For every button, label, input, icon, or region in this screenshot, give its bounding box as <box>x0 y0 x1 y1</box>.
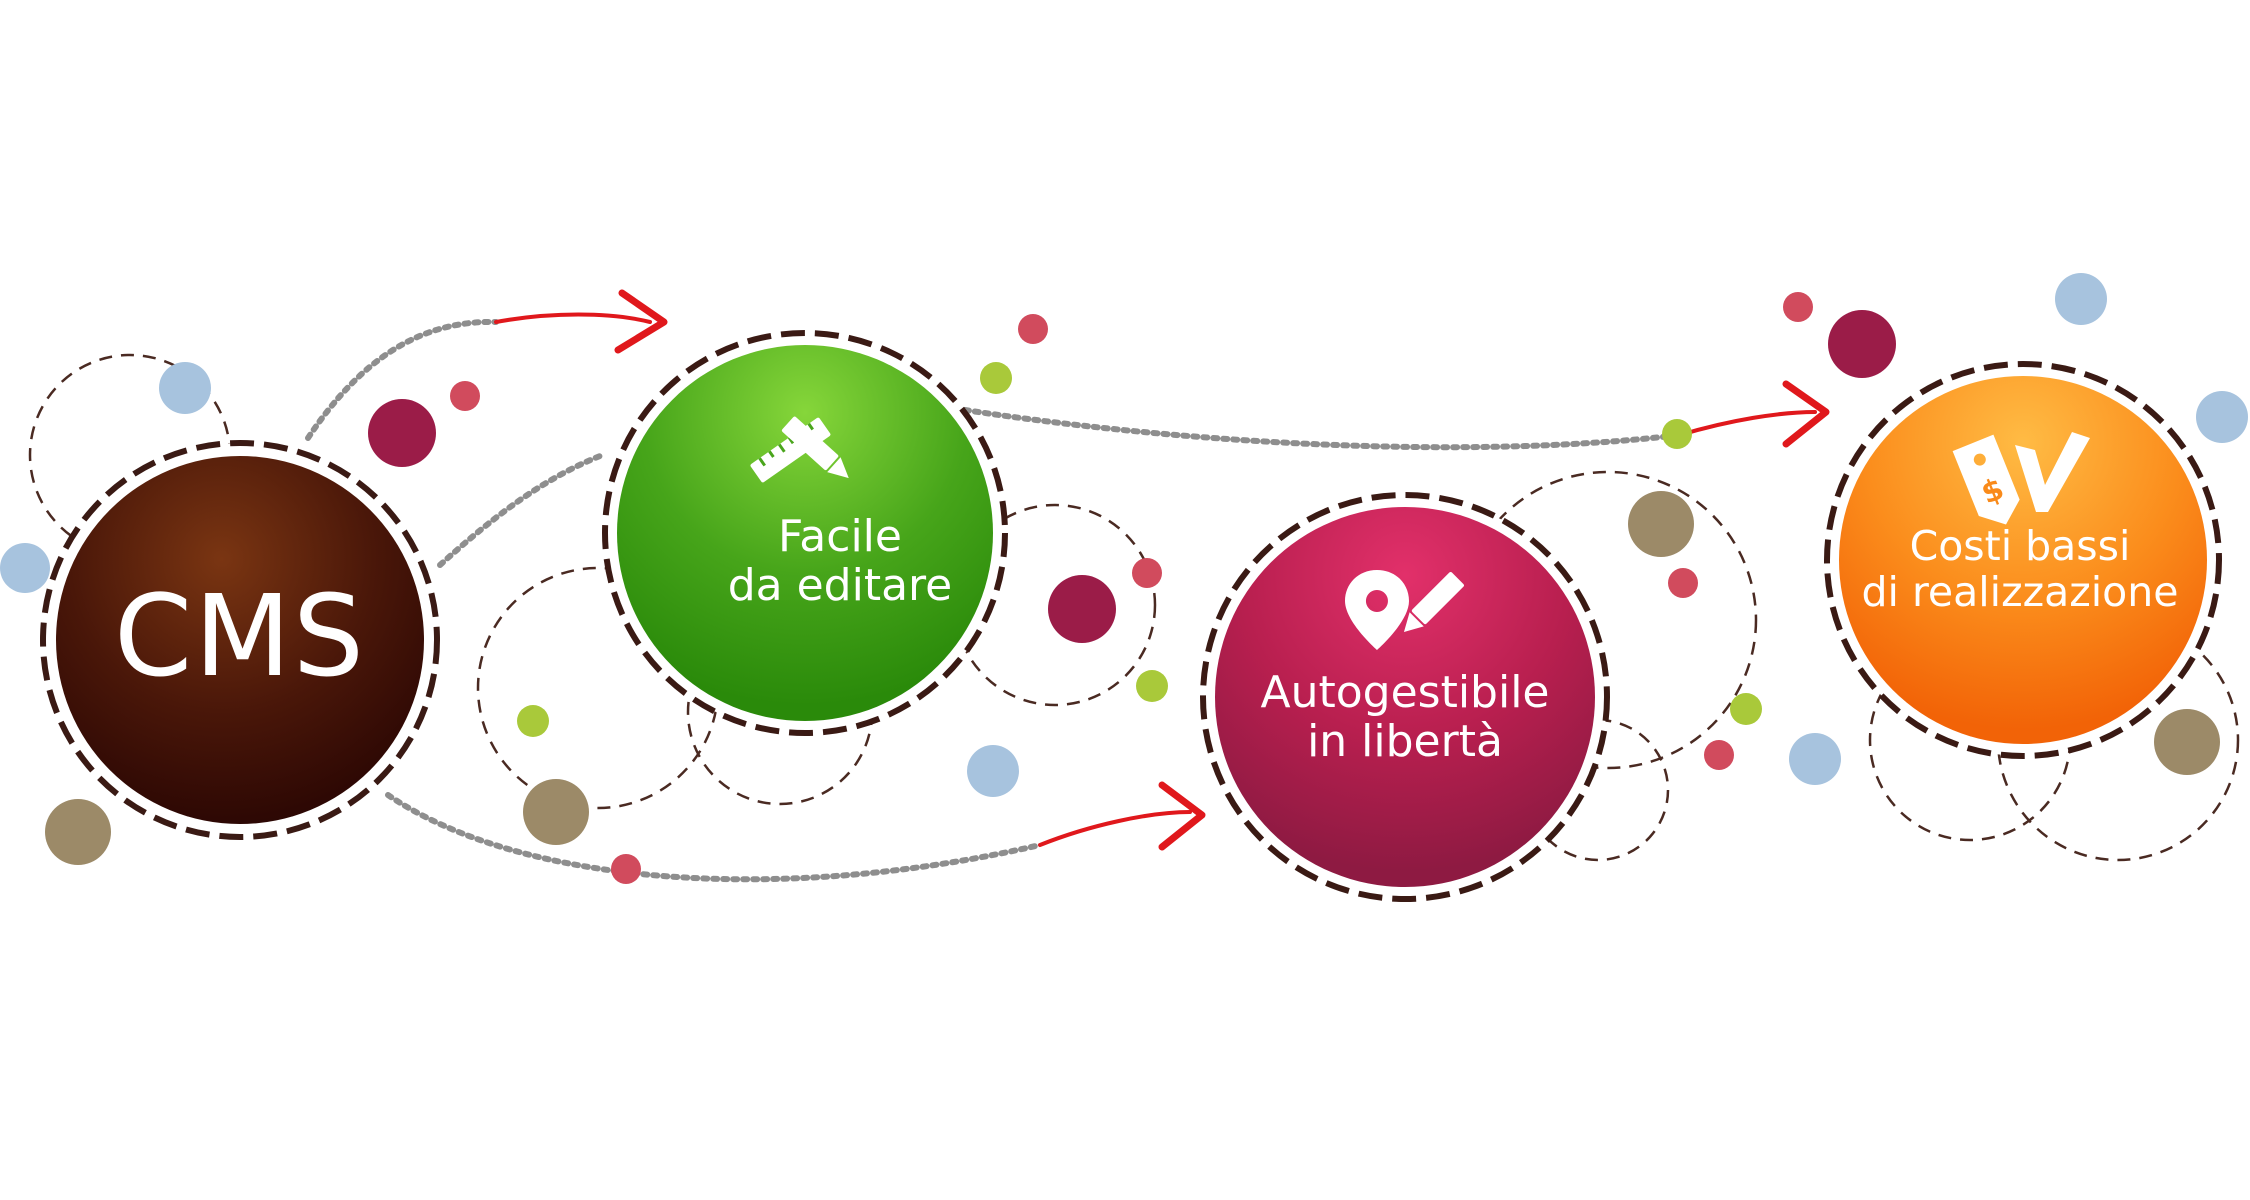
facile-line2: da editare <box>727 560 953 612</box>
dot <box>1828 310 1896 378</box>
dot <box>450 381 480 411</box>
dot <box>2055 273 2107 325</box>
dot <box>1668 568 1698 598</box>
node-costi: $ <box>1824 361 2222 759</box>
dot <box>517 705 549 737</box>
dot <box>1789 733 1841 785</box>
ruler-pencil-icon <box>750 416 849 483</box>
arrow-to-costi <box>1678 410 1817 437</box>
direction-arrows <box>494 289 1830 851</box>
arrow-head <box>614 289 668 354</box>
dot <box>1730 693 1762 725</box>
dot <box>523 779 589 845</box>
connector-paths <box>305 318 1683 883</box>
autogestibile-label: Autogestibile in libertà <box>1185 668 1625 767</box>
node-costi-fill <box>1839 376 2207 744</box>
node-cms-fill <box>56 456 424 824</box>
dot <box>45 799 111 865</box>
costi-label: Costi bassi di realizzazione <box>1810 522 2230 616</box>
facile-line1: Facile <box>778 511 902 562</box>
dot <box>2154 709 2220 775</box>
connector-cms-facile-top <box>305 318 499 441</box>
cms-title-text: CMS <box>114 572 366 702</box>
connector-facile-costi <box>962 407 1683 451</box>
dot <box>1018 314 1048 344</box>
dot <box>2196 391 2248 443</box>
dot <box>1136 670 1168 702</box>
dot <box>1132 558 1162 588</box>
dot <box>1628 491 1694 557</box>
arrow-to-facile <box>494 312 652 324</box>
dot <box>1783 292 1813 322</box>
node-cms <box>40 440 440 840</box>
dot <box>159 362 211 414</box>
cms-title: CMS <box>80 572 400 702</box>
autogestibile-line1: Autogestibile <box>1260 667 1550 718</box>
node-autogestibile <box>1200 492 1610 902</box>
dot <box>967 745 1019 797</box>
costi-line2: di realizzazione <box>1861 567 2179 616</box>
dot <box>1662 419 1692 449</box>
node-facile <box>602 330 1008 736</box>
node-facile-fill <box>617 345 993 721</box>
autogestibile-line2: in libertà <box>1307 716 1503 768</box>
price-tag-check-icon: $ <box>1952 432 2090 525</box>
connector-cms-facile-mid <box>437 453 603 568</box>
arrow-head <box>1782 380 1830 448</box>
arrow-to-autogestibile <box>1038 810 1192 847</box>
costi-line1: Costi bassi <box>1909 522 2131 570</box>
map-pin-pencil-icon <box>1345 570 1464 650</box>
dot <box>1048 575 1116 643</box>
dot <box>980 362 1012 394</box>
dot <box>1704 740 1734 770</box>
dot <box>611 854 641 884</box>
dot <box>0 543 50 593</box>
node-autogestibile-fill <box>1215 507 1595 887</box>
deco-ring <box>1526 718 1670 862</box>
dot <box>368 399 436 467</box>
connector-cms-auto-bottom <box>385 792 1043 883</box>
arrow-head <box>1158 781 1206 851</box>
facile-label: Facile da editare <box>620 512 1060 611</box>
